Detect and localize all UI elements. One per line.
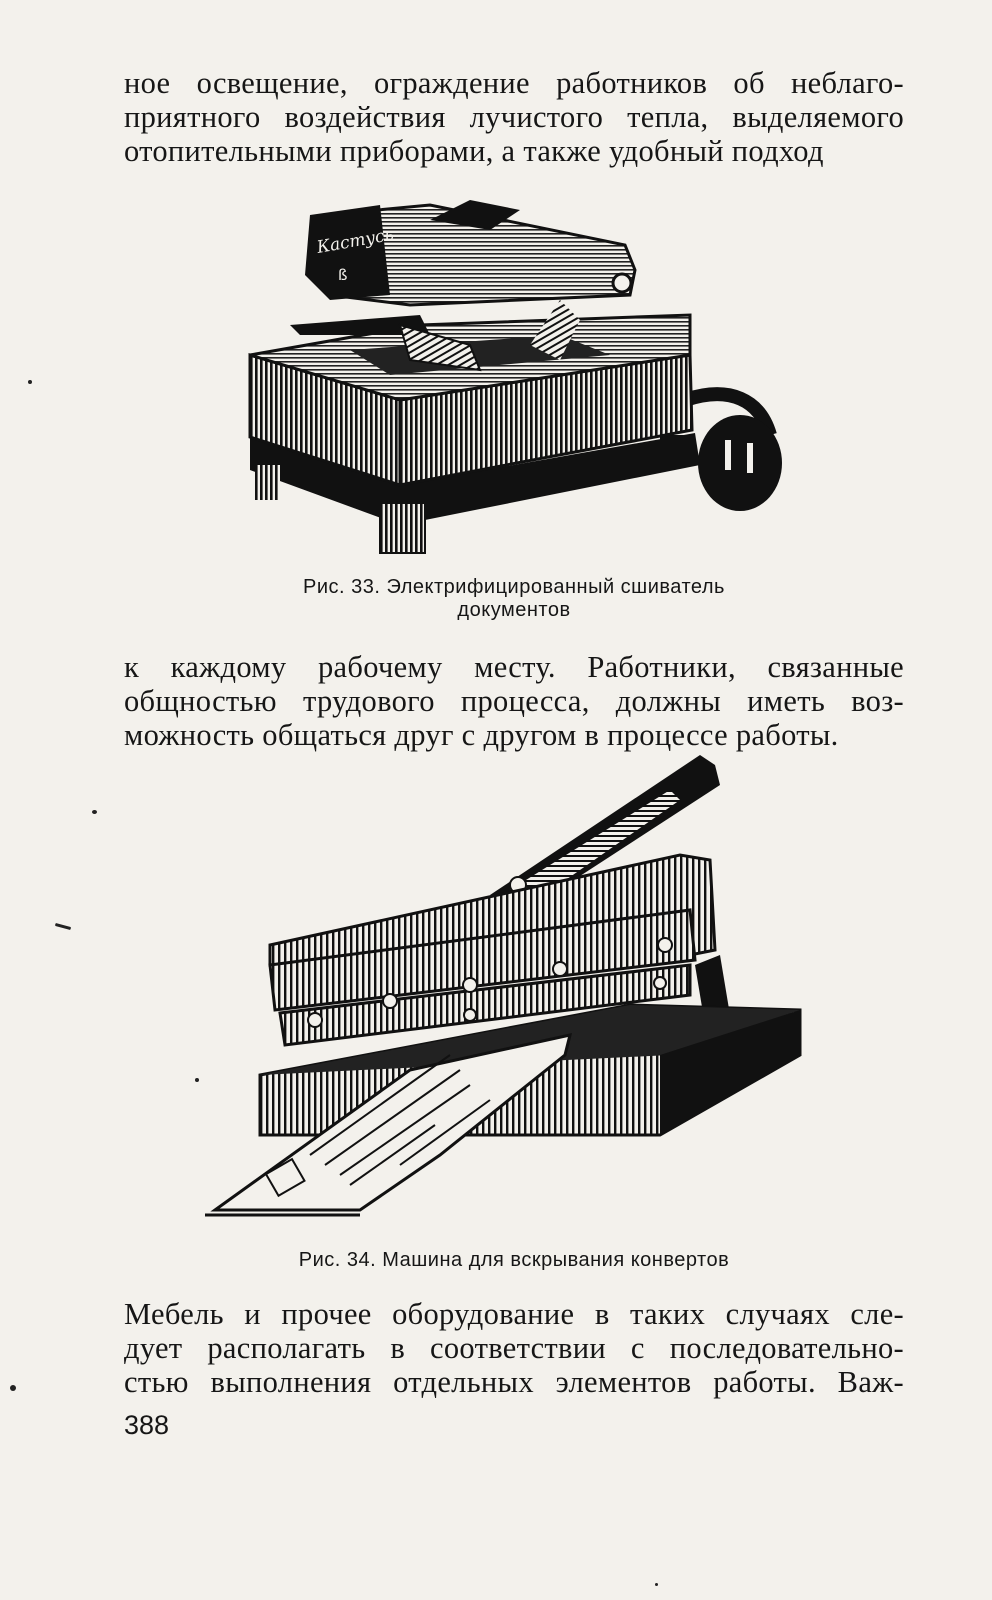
scan-speck <box>28 380 32 384</box>
text-line: стью выполнения отдельных элементов рабо… <box>124 1365 904 1399</box>
scan-speck <box>10 1385 16 1391</box>
figure-34-caption: Рис. 34. Машина для вскрывания конвертов <box>124 1249 904 1272</box>
text-line: можность общаться друг с другом в процес… <box>124 718 839 752</box>
scan-speck <box>195 1078 199 1082</box>
scan-speck <box>92 810 97 814</box>
figure-34-envelope-opener <box>205 755 802 1217</box>
scan-speck <box>655 1583 658 1586</box>
text-line: общностью трудового процесса, должны име… <box>124 684 904 718</box>
caption-line: документов <box>457 599 571 621</box>
text-line: Мебель и прочее оборудование в таких слу… <box>124 1297 904 1331</box>
text-line: ное освещение, ограждение работников об … <box>124 66 904 100</box>
page-number: 388 <box>124 1410 170 1440</box>
caption-line: Рис. 34. Машина для вскрывания конвертов <box>298 1249 730 1271</box>
text-line: к каждому рабочему месту. Работники, свя… <box>124 650 904 684</box>
paragraph-2: к каждому рабочему месту. Работники, свя… <box>124 650 904 752</box>
text-line: приятного воздействия лучистого тепла, в… <box>124 100 904 134</box>
figure-33-stapler: Кастусь ß <box>248 200 782 554</box>
figure-33-caption: Рис. 33. Электрифицированный сшиватель д… <box>124 576 904 622</box>
paragraph-1: ное освещение, ограждение работников об … <box>124 66 904 168</box>
text-line: отопительными приборами, а также удобный… <box>124 134 824 168</box>
text-line: дует располагать в соответствии с послед… <box>124 1331 904 1365</box>
svg-text:ß: ß <box>338 266 347 284</box>
caption-line: Рис. 33. Электрифицированный сшиватель <box>303 576 725 598</box>
scan-speck <box>54 922 72 931</box>
paragraph-3: Мебель и прочее оборудование в таких слу… <box>124 1297 904 1399</box>
